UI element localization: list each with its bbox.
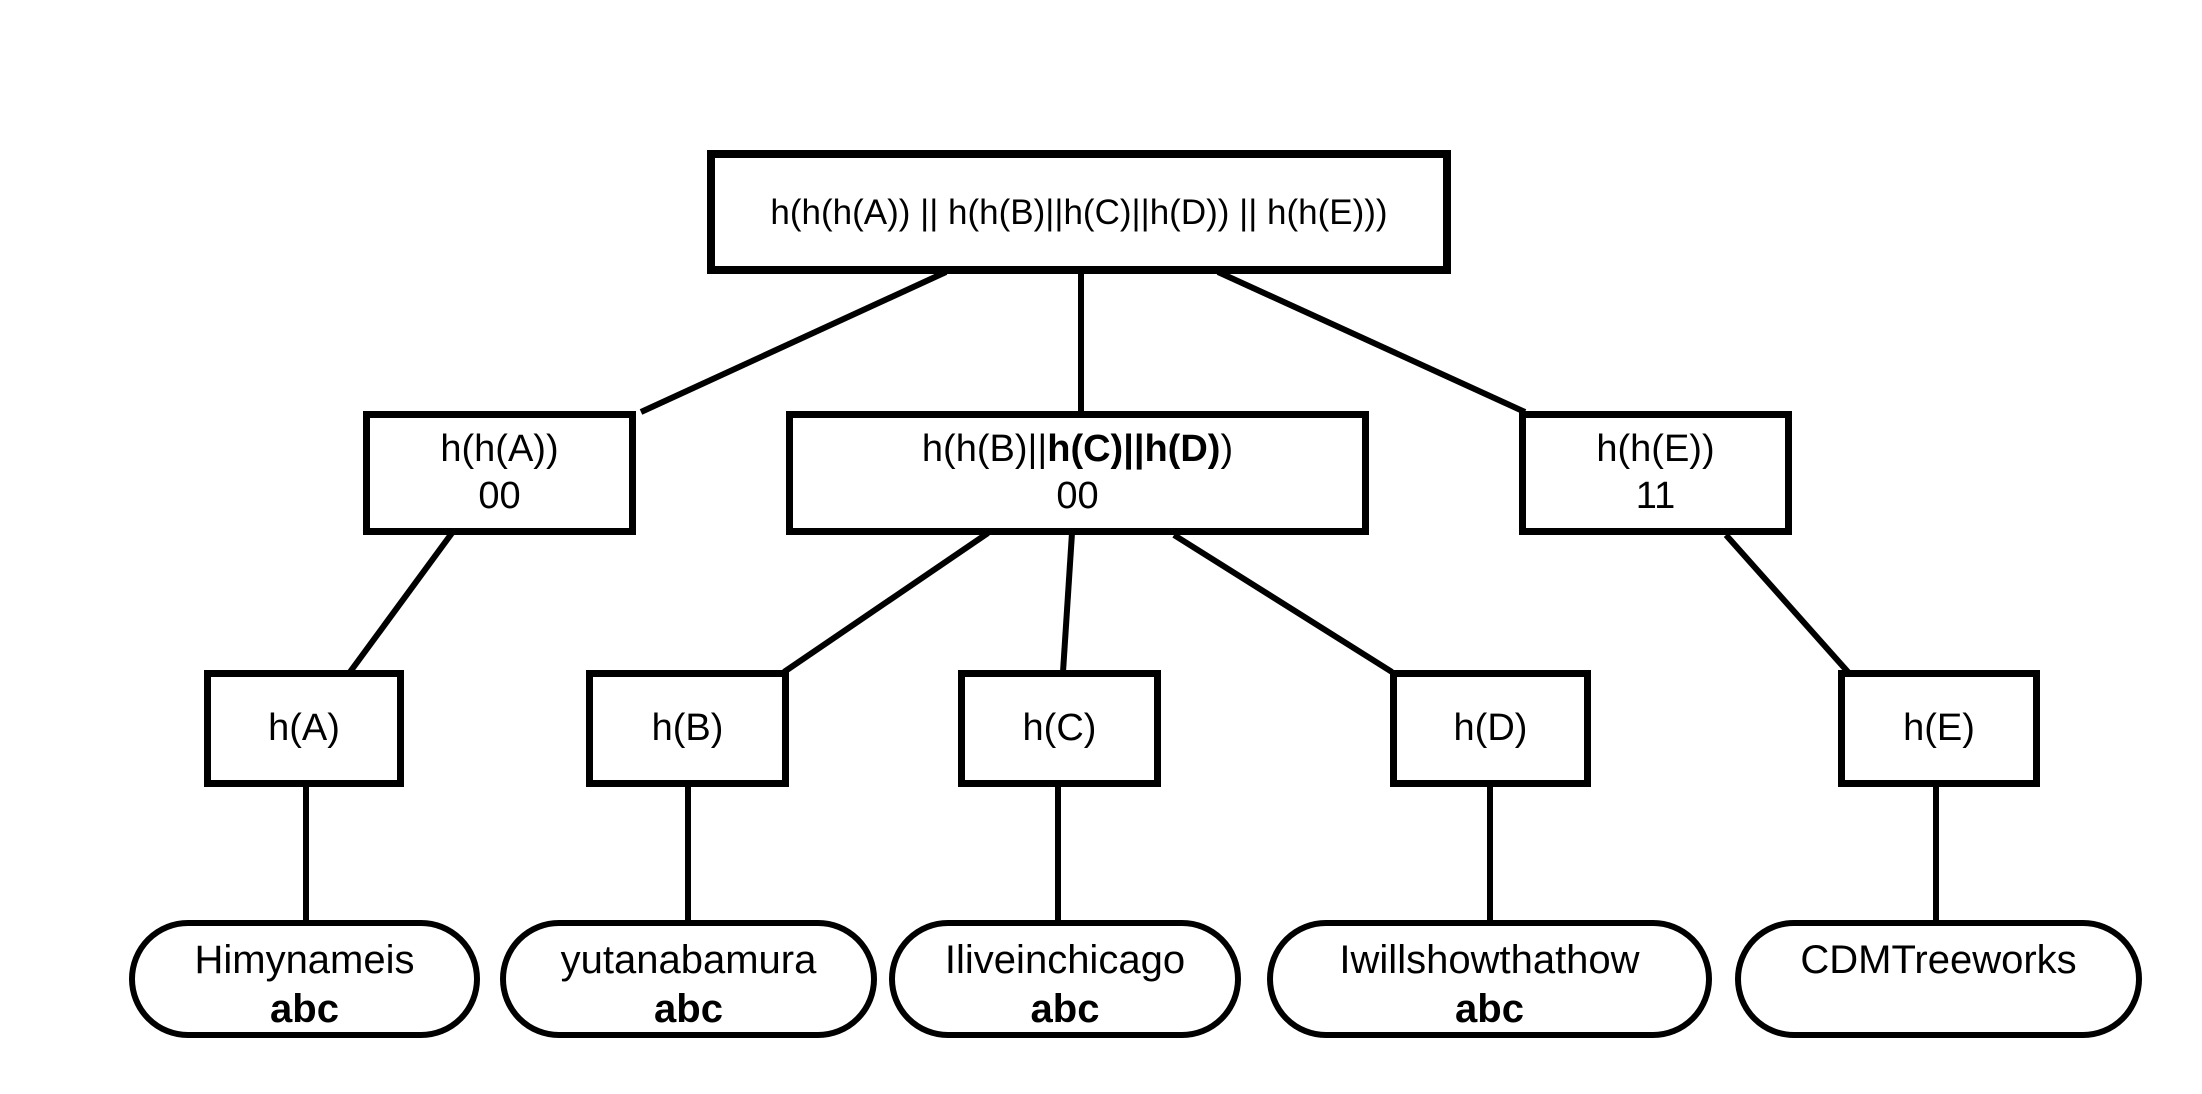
edge-hh-bcd-to-h-c: [1060, 532, 1075, 673]
leaf-text: Iliveinchicago: [944, 938, 1186, 982]
leaf-iwillshowthathow: Iwillshowthathow abc: [1267, 920, 1712, 1038]
node-hh-e-label: h(h(E)): [1596, 428, 1715, 470]
edge-root-to-hh-a: [639, 269, 948, 415]
leaf-text: Iwillshowthathow: [1339, 938, 1640, 982]
node-hh-bcd: h(h(B)||h(C)||h(D)) 00: [786, 411, 1369, 535]
leaf-text: yutanabamura: [560, 938, 817, 982]
node-h-d-label: h(D): [1453, 707, 1528, 749]
node-hh-bcd-label: h(h(B)||h(C)||h(D)): [922, 426, 1233, 473]
edge-hh-bcd-to-h-d: [1172, 532, 1394, 675]
leaf-yutanabamura: yutanabamura abc: [500, 920, 877, 1038]
leaf-text: CDMTreeworks: [1800, 938, 2077, 982]
edge-root-to-hh-e: [1216, 269, 1527, 415]
node-h-e: h(E): [1838, 670, 2040, 787]
edge-hh-e-to-h-e: [1723, 533, 1851, 674]
node-root-hash: h(h(h(A)) || h(h(B)||h(C)||h(D)) || h(h(…: [707, 150, 1451, 274]
leaf-data: abc: [654, 987, 723, 1031]
node-hh-e: h(h(E)) 11: [1519, 411, 1792, 535]
node-h-b-label: h(B): [651, 707, 724, 749]
leaf-text: Himynameis: [194, 938, 415, 982]
edge-hh-a-to-h-a: [347, 531, 455, 674]
leaf-data: abc: [270, 987, 339, 1031]
leaf-himynameis: Himynameis abc: [129, 920, 480, 1038]
leaf-cdmtreeworks: CDMTreeworks: [1735, 920, 2142, 1038]
edge-hh-bcd-to-h-b: [782, 530, 990, 675]
node-h-a-label: h(A): [268, 707, 340, 749]
node-root-label: h(h(h(A)) || h(h(B)||h(C)||h(D)) || h(h(…: [770, 192, 1388, 232]
node-hh-a-value: 00: [478, 475, 521, 517]
node-hh-bcd-value: 00: [1056, 475, 1099, 517]
node-h-a: h(A): [204, 670, 404, 787]
node-hh-a-label: h(h(A)): [440, 428, 559, 470]
node-h-e-label: h(E): [1903, 707, 1975, 749]
node-hh-bcd-label-bold: h(C)||h(D): [1047, 428, 1221, 470]
node-hh-bcd-label-suffix: ): [1220, 428, 1234, 470]
node-hh-e-value: 11: [1635, 475, 1676, 517]
node-h-b: h(B): [586, 670, 789, 787]
node-hh-a: h(h(A)) 00: [363, 411, 636, 535]
node-h-d: h(D): [1390, 670, 1591, 787]
leaf-data: abc: [1455, 987, 1524, 1031]
node-h-c-label: h(C): [1022, 707, 1097, 749]
leaf-iliveinchicago: Iliveinchicago abc: [889, 920, 1241, 1038]
node-h-c: h(C): [958, 670, 1161, 787]
leaf-data: abc: [1030, 987, 1100, 1031]
node-hh-bcd-label-prefix: h(h(B)||: [921, 428, 1048, 470]
